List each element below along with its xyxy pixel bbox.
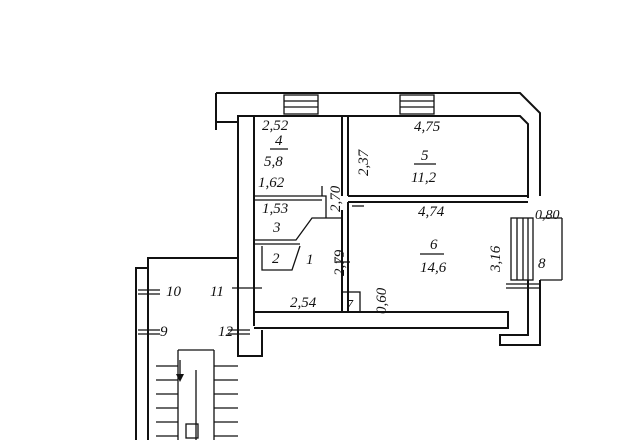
dim-0-60: 0,60: [374, 287, 390, 314]
room-4-number: 4: [275, 133, 283, 149]
dim-2-54: 2,54: [290, 295, 317, 311]
dimension-labels: 2,52 4,75 2,37 1,62 2,70 1,53 4,74 0,80 …: [258, 118, 560, 314]
dim-1-53: 1,53: [262, 201, 288, 217]
outer-walls: [215, 92, 541, 357]
room-5-number: 5: [421, 148, 429, 164]
room-1-number: 1: [306, 252, 314, 268]
dim-2-52: 2,52: [262, 118, 289, 134]
window-top-right: [399, 94, 435, 115]
room-5-area: 11,2: [411, 170, 437, 186]
marker-8: 8: [538, 256, 546, 272]
room-4-area: 5,8: [264, 154, 283, 170]
dim-2-79: 2,79: [332, 249, 348, 276]
marker-10: 10: [166, 284, 182, 300]
room-2-number: 2: [272, 251, 280, 267]
dim-1-62: 1,62: [258, 175, 285, 191]
marker-11: 11: [210, 284, 224, 300]
dim-2-37: 2,37: [356, 148, 372, 176]
room-labels: 4 5,8 5 11,2 3 6 14,6 2 1 7: [264, 133, 447, 313]
room-3-number: 3: [272, 220, 281, 236]
room-6-number: 6: [430, 237, 438, 253]
marker-ticks: [138, 217, 563, 335]
room-6-area: 14,6: [420, 260, 447, 276]
window-top-left: [283, 94, 319, 115]
interior-walls: [254, 116, 528, 313]
dim-0-80: 0,80: [535, 208, 560, 223]
room-7-number: 7: [346, 298, 354, 313]
dim-4-74: 4,74: [418, 204, 445, 220]
window-right: [510, 217, 534, 281]
marker-labels: 8 10 11 9 12: [160, 256, 546, 340]
dim-2-70: 2,70: [328, 185, 344, 212]
dim-3-16: 3,16: [488, 245, 504, 273]
dim-4-75: 4,75: [414, 119, 441, 135]
staircase: [135, 257, 238, 440]
marker-12: 12: [218, 324, 234, 340]
marker-9: 9: [160, 324, 168, 340]
